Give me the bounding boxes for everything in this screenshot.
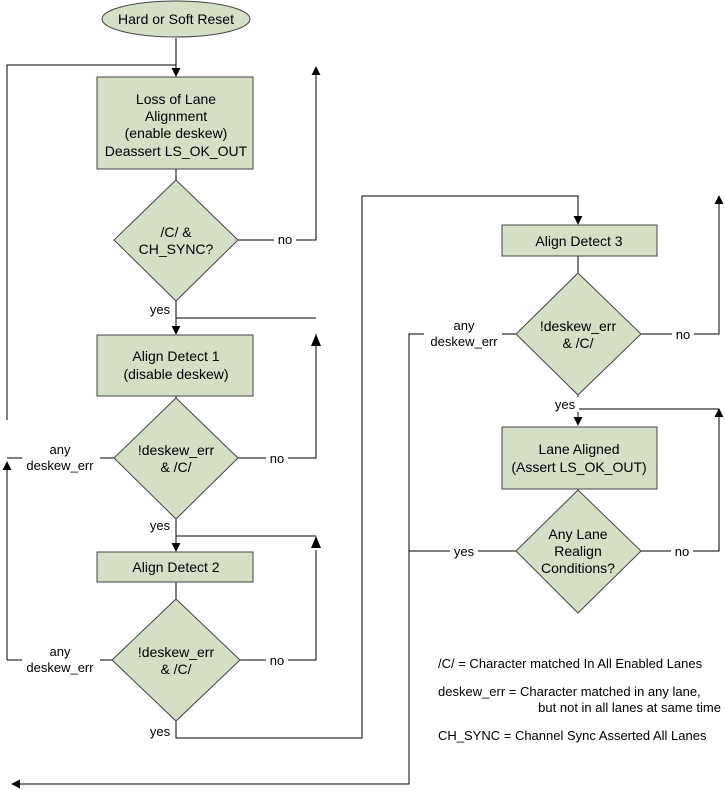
arrowhead-dec1-no (311, 334, 321, 346)
node-lane-aligned: Lane Aligned (Assert LS_OK_OUT) (501, 426, 658, 490)
loss-line-4: Deassert LS_OK_OUT (105, 143, 248, 159)
label-dec3-any-2: deskew_err (430, 334, 498, 349)
legend-deskew-definition-1: deskew_err = Character matched in any la… (438, 684, 701, 699)
label-dec1-any-1: any (50, 442, 71, 457)
edge-dec2-no-loop (240, 550, 317, 661)
align2-box (96, 551, 254, 583)
aligned-line-1: Lane Aligned (539, 441, 620, 457)
label-dec3-yes: yes (555, 397, 576, 412)
edge-left-return-top (6, 64, 176, 420)
dec2-line-2: & /C/ (160, 661, 191, 677)
sync-line-1: /C/ & (160, 224, 192, 240)
node-decision-3: !deskew_err & /C/ (515, 272, 642, 396)
label-dec3-any-1: any (454, 318, 475, 333)
legend-chsync-definition: CH_SYNC = Channel Sync Asserted All Lane… (438, 728, 707, 743)
align3-box (501, 224, 658, 257)
align1-line-2: (disable deskew) (123, 366, 228, 382)
edge-labels: no yes no any deskew_err yes no any desk… (22, 232, 694, 739)
legend-c-definition: /C/ = Character matched In All Enabled L… (438, 656, 703, 671)
loss-line-3: (enable deskew) (125, 125, 228, 141)
dec1-line-1: !deskew_err (138, 442, 215, 458)
dec3-diamond (515, 272, 642, 396)
edge-dec3-any (11, 333, 516, 789)
label-sync-yes: yes (150, 302, 171, 317)
node-realign-decision: Any Lane Realign Conditions? (515, 489, 642, 614)
node-start: Hard or Soft Reset (101, 0, 251, 38)
label-realign-yes: yes (454, 544, 475, 559)
node-sync-decision: /C/ & CH_SYNC? (113, 179, 239, 302)
edge-sync-no-loop (237, 66, 321, 241)
dec1-diamond (113, 397, 239, 520)
label-dec3-no: no (676, 327, 690, 342)
sync-diamond (113, 179, 239, 302)
node-align-detect-1: Align Detect 1 (disable deskew) (96, 334, 254, 397)
edge-dec1-no-loop (238, 334, 317, 459)
sync-line-2: CH_SYNC? (139, 241, 214, 257)
node-decision-1: !deskew_err & /C/ (113, 397, 239, 520)
label-dec2-no: no (270, 653, 284, 668)
aligned-line-2: (Assert LS_OK_OUT) (511, 459, 646, 475)
edge-dec2-yes (175, 195, 583, 739)
realign-line-3: Conditions? (541, 560, 615, 576)
loss-box (96, 76, 254, 170)
loss-line-2: Alignment (145, 108, 207, 124)
label-dec2-any-2: deskew_err (26, 660, 94, 675)
realign-line-1: Any Lane (548, 526, 607, 542)
node-decision-2: !deskew_err & /C/ (111, 598, 241, 722)
align1-box (96, 334, 254, 397)
label-dec1-any-2: deskew_err (26, 458, 94, 473)
dec3-line-1: !deskew_err (540, 318, 617, 334)
legend: /C/ = Character matched In All Enabled L… (438, 656, 721, 743)
aligned-box (501, 426, 658, 490)
label-realign-no: no (675, 544, 689, 559)
node-align-detect-2: Align Detect 2 (96, 551, 254, 583)
label-dec2-any-1: any (50, 644, 71, 659)
dec2-diamond (111, 598, 241, 722)
align2-label: Align Detect 2 (132, 559, 219, 575)
label-dec1-no: no (270, 451, 284, 466)
label-dec1-yes: yes (150, 518, 171, 533)
legend-deskew-definition-2: but not in all lanes at same time (538, 700, 721, 715)
label-dec2-yes: yes (150, 724, 171, 739)
edge-dec3-no-loop (641, 195, 724, 335)
align3-label: Align Detect 3 (535, 233, 622, 249)
start-terminator (101, 0, 251, 38)
dec3-line-2: & /C/ (562, 335, 593, 351)
realign-diamond (515, 489, 642, 614)
start-label: Hard or Soft Reset (118, 11, 234, 27)
node-loss-of-lane: Loss of Lane Alignment (enable deskew) D… (96, 76, 254, 170)
loss-line-1: Loss of Lane (136, 91, 216, 107)
align1-line-1: Align Detect 1 (132, 348, 219, 364)
dec2-line-1: !deskew_err (138, 644, 215, 660)
realign-line-2: Realign (554, 543, 601, 559)
arrowhead-dec2-no (311, 536, 321, 548)
dec1-line-2: & /C/ (160, 459, 191, 475)
label-sync-no: no (278, 232, 292, 247)
edge-realign-no-loop (641, 408, 724, 552)
node-align-detect-3: Align Detect 3 (501, 224, 658, 257)
